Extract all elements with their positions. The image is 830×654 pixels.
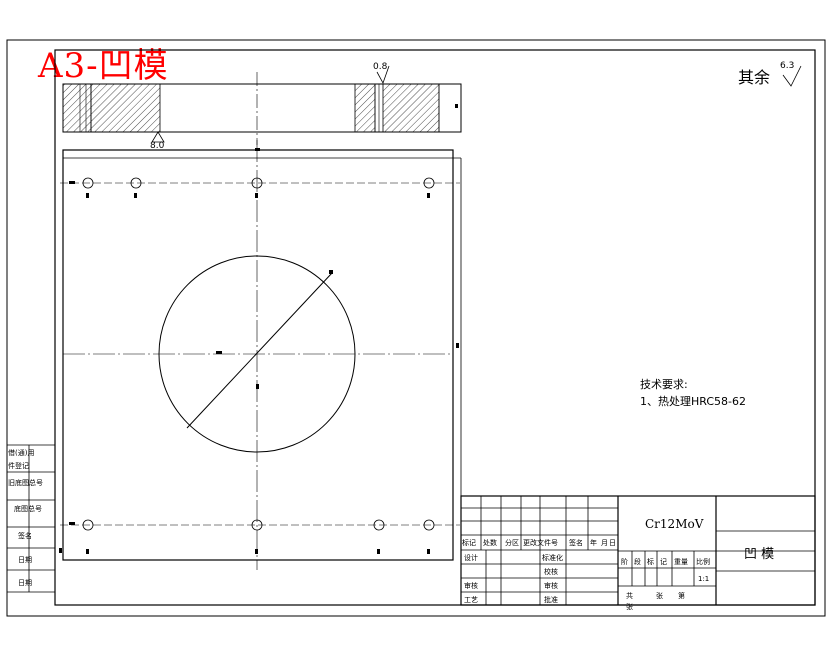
surface-note: 其余	[738, 68, 771, 87]
role-check: 校核	[544, 568, 558, 576]
tb-header-2: 分区	[505, 539, 519, 547]
stage-label-2: 标	[647, 558, 654, 566]
strip-label-0: 借(通)用	[8, 449, 35, 457]
tb-header-5: 年	[590, 539, 597, 547]
role-approve: 批准	[544, 596, 558, 604]
title-block-grid	[460, 495, 816, 606]
strip-label-4: 签名	[18, 532, 32, 540]
surface-note-value: 6.3	[780, 61, 795, 71]
stage-label-3: 记	[660, 558, 667, 566]
role-audit: 审核	[544, 582, 558, 590]
left-strip	[7, 444, 55, 593]
role-design: 设计	[464, 554, 478, 562]
outer-frame	[6, 39, 826, 617]
drawing-format-label: A3-凹模	[38, 46, 169, 86]
part-name: 凹 模	[744, 547, 775, 562]
tech-req-item-1: 1、热处理HRC58-62	[640, 395, 747, 408]
strip-label-1: 件登记	[8, 462, 29, 470]
tb-header-1: 处数	[483, 539, 497, 547]
stage-label-0: 阶	[621, 558, 628, 566]
sheet-count-3: 张	[626, 603, 633, 611]
stage-label-1: 段	[634, 558, 641, 566]
tb-header-7: 日	[609, 539, 616, 547]
strip-label-5: 日期	[18, 556, 32, 564]
tb-header-6: 月	[601, 539, 608, 547]
strip-label-6: 日期	[18, 579, 32, 587]
tb-header-0: 标记	[462, 539, 476, 547]
roughness-bottom-label: 8.0	[150, 141, 165, 151]
scale-value: 1:1	[698, 575, 710, 583]
role-process: 工艺	[464, 596, 478, 604]
inner-border	[54, 49, 816, 606]
sheet-count-1: 张	[656, 592, 663, 600]
tech-req-heading: 技术要求:	[640, 378, 688, 391]
tb-header-4: 签名	[569, 539, 583, 547]
stage-label-5: 比例	[696, 558, 710, 566]
sheet-count-0: 共	[626, 592, 633, 600]
stage-label-4: 重量	[674, 558, 688, 566]
roughness-symbol-general	[782, 65, 802, 87]
roughness-top-label: 0.8	[373, 62, 388, 72]
role-standard: 标准化	[542, 554, 563, 562]
strip-label-2: 旧底图总号	[8, 479, 43, 487]
role-review: 审核	[464, 582, 478, 590]
sheet-count-2: 第	[678, 592, 685, 600]
plan-view	[59, 140, 462, 570]
section-view	[62, 65, 462, 145]
tb-header-3: 更改文件号	[523, 539, 558, 547]
material-label: Cr12MoV	[645, 517, 704, 531]
strip-label-3: 底图总号	[14, 505, 42, 513]
